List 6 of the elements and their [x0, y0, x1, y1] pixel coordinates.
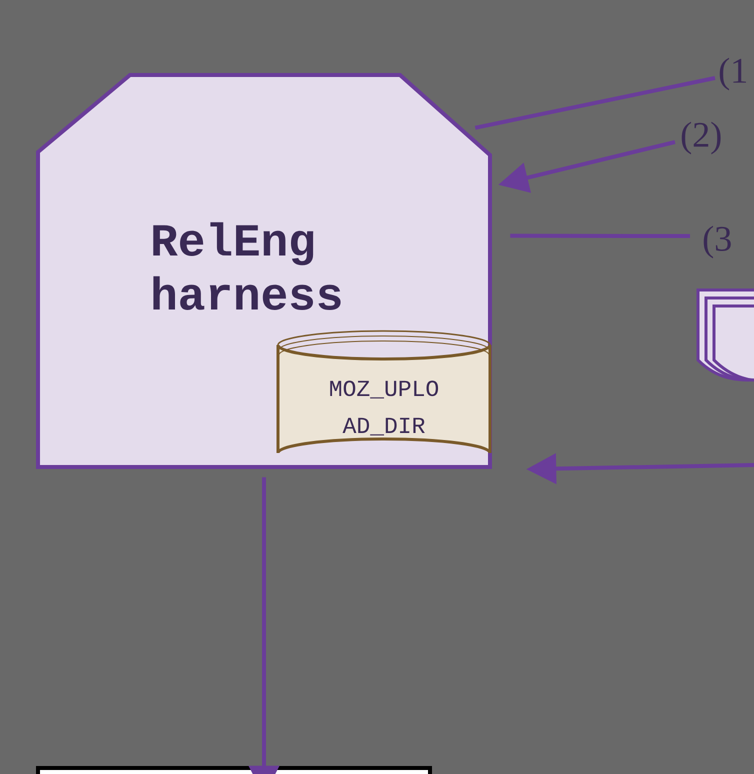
edge-label: (3: [704, 226, 731, 258]
edge-label: (1: [720, 58, 746, 90]
edge-label: (2): [682, 122, 721, 154]
document-stack: [696, 288, 754, 382]
box: [36, 766, 432, 774]
storage-cylinder: MOZ_UPLO AD_DIR: [276, 330, 492, 454]
